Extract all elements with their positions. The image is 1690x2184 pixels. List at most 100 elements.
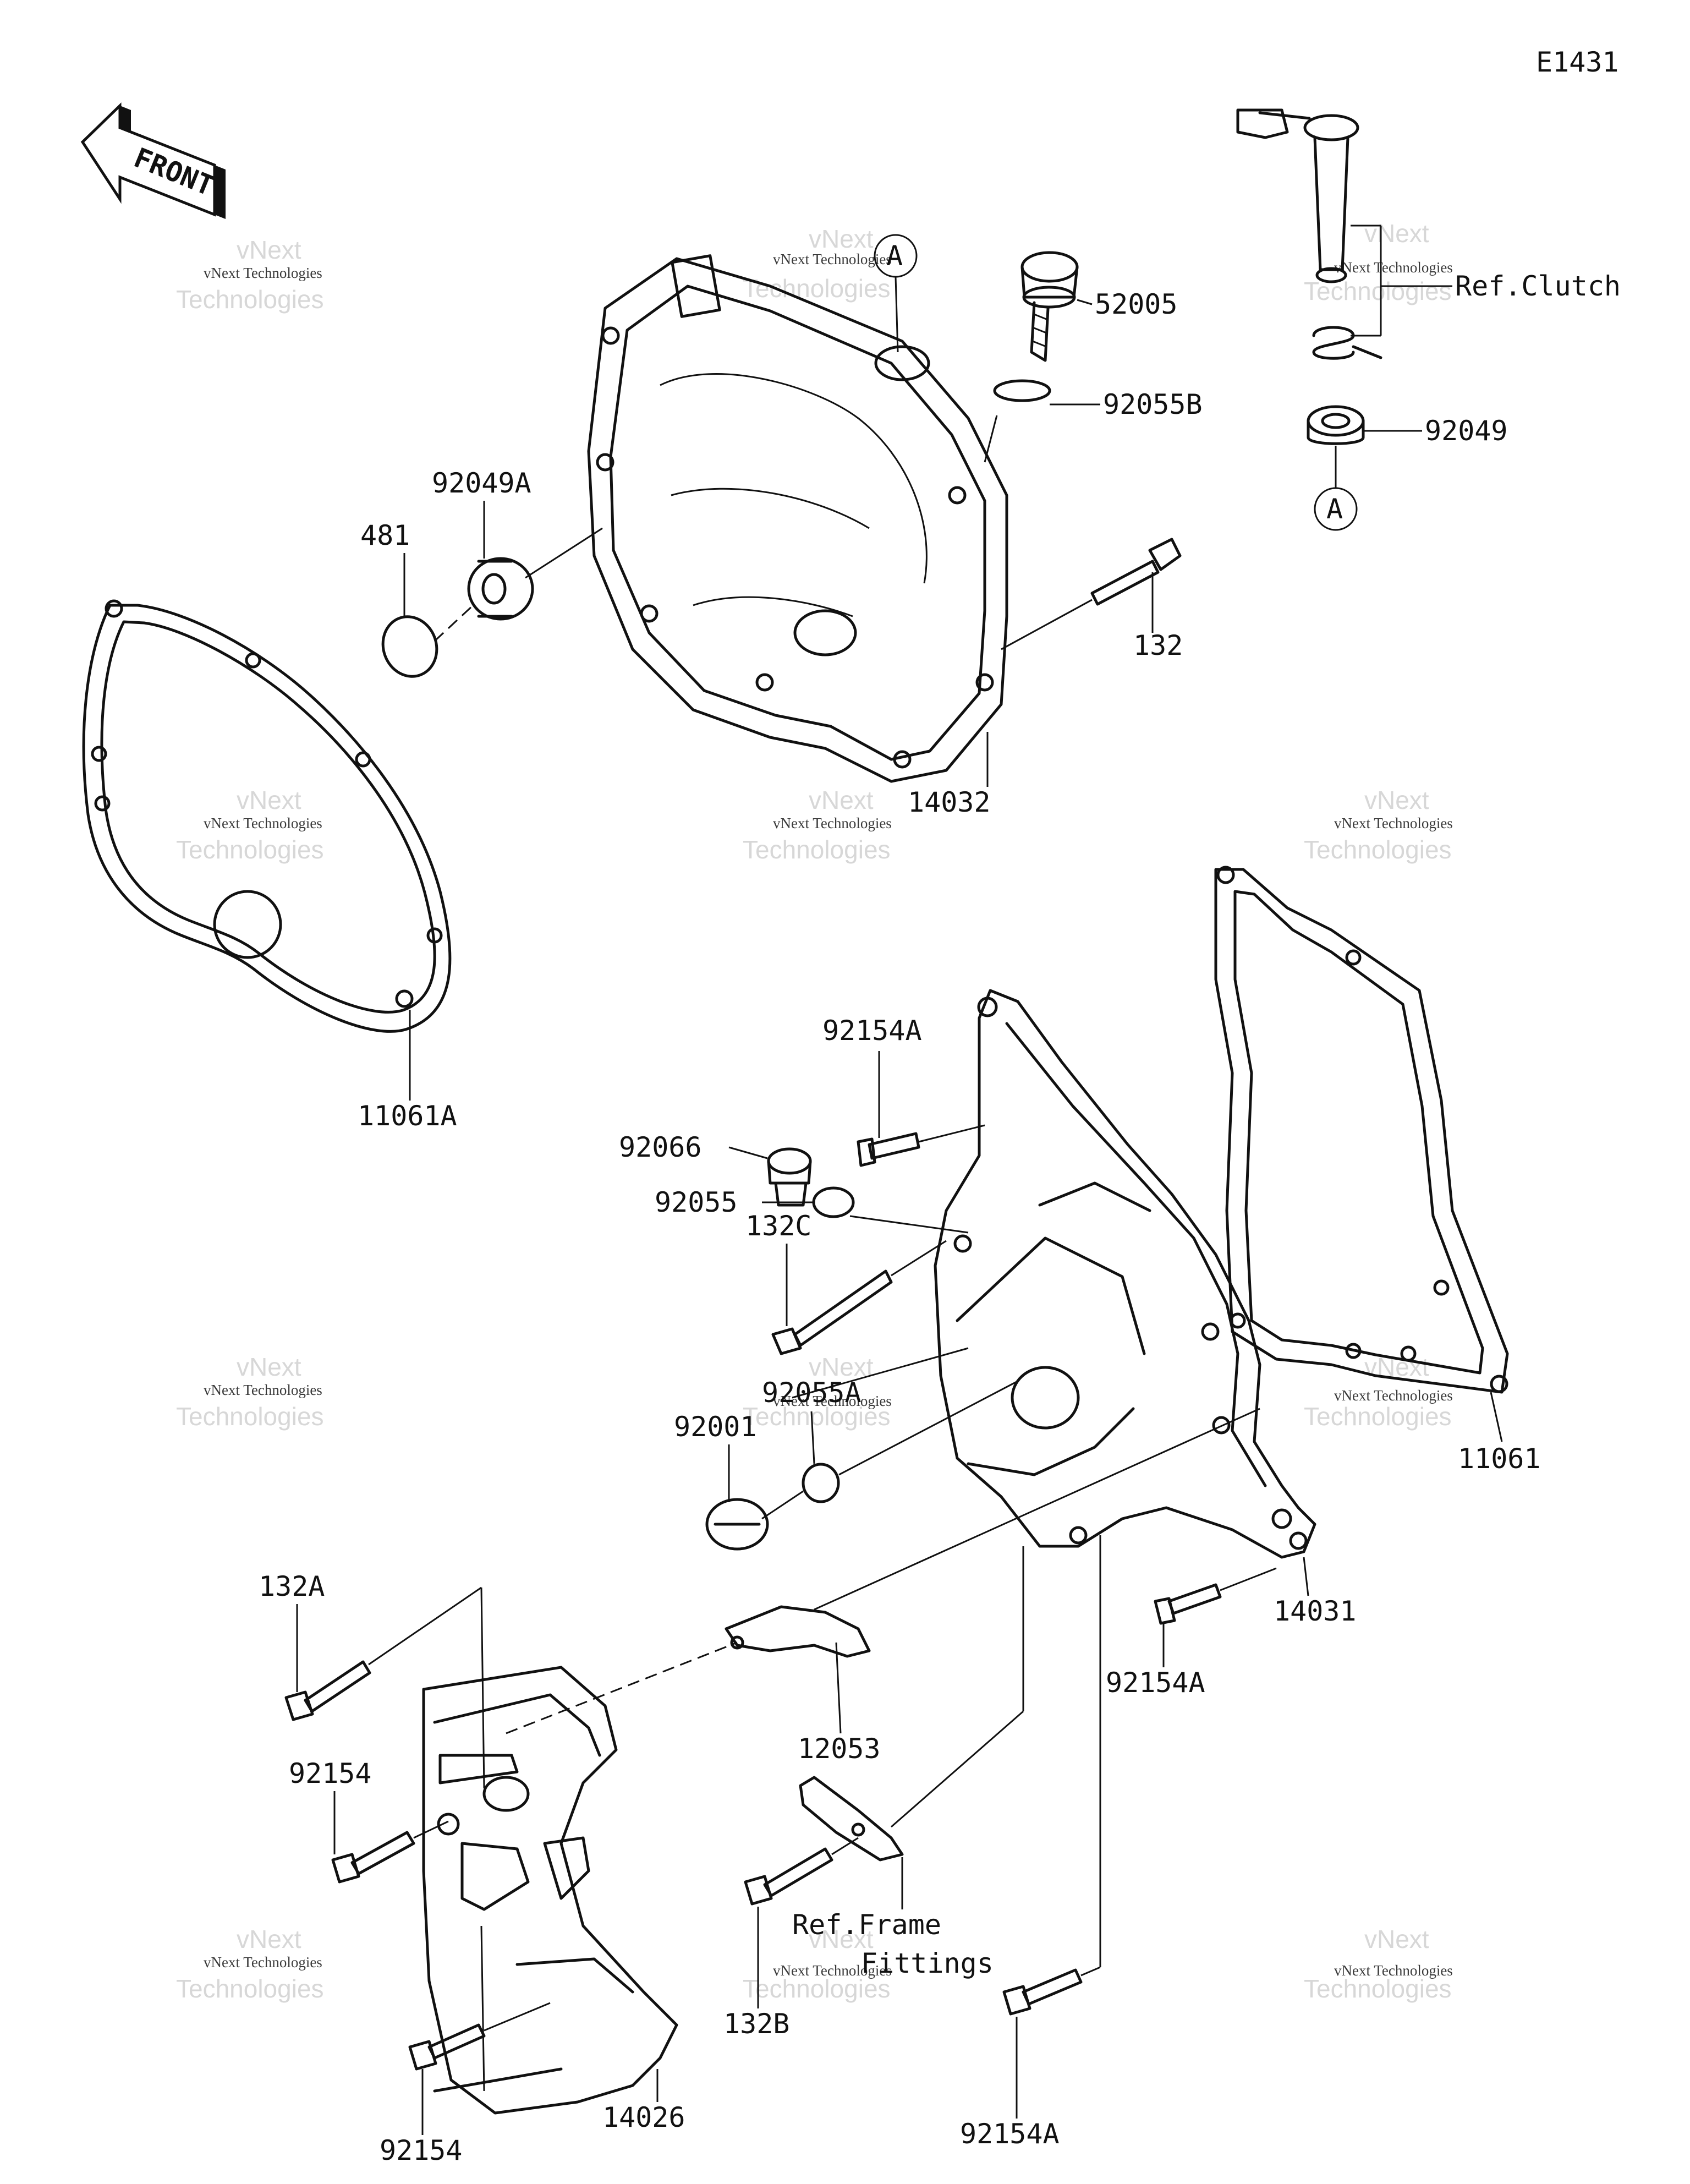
label-92154a-bottom: 92154A bbox=[960, 2118, 1060, 2150]
watermark-full: vNext Technologies bbox=[773, 1393, 892, 1409]
label-92154-bottom: 92154 bbox=[380, 2134, 463, 2166]
watermark-full: vNext Technologies bbox=[204, 1954, 322, 1970]
bolt-92154-bottom bbox=[408, 2023, 486, 2071]
watermark-sub: Technologies bbox=[1304, 835, 1452, 864]
watermark-sub: Technologies bbox=[176, 1974, 324, 2003]
label-fittings: Fittings bbox=[861, 1947, 994, 1979]
marker-a-label: A bbox=[1326, 493, 1343, 525]
watermark-layer: vNext vNext Technologies Technologies vN… bbox=[176, 219, 1453, 2003]
watermark-brand: vNext bbox=[809, 1353, 874, 1381]
watermark-brand: vNext bbox=[237, 236, 301, 264]
label-92001: 92001 bbox=[674, 1411, 757, 1443]
clutch-cover-14032 bbox=[587, 254, 1008, 783]
bolt-132 bbox=[1090, 538, 1182, 606]
label-14031: 14031 bbox=[1274, 1595, 1357, 1627]
watermark-6: vNext vNext Technologies Technologies bbox=[1304, 786, 1453, 864]
watermark-2: vNext vNext Technologies Technologies bbox=[743, 225, 892, 303]
watermark-brand: vNext bbox=[809, 225, 874, 253]
label-92154-mid: 92154 bbox=[289, 1758, 372, 1789]
watermark-brand: vNext bbox=[237, 1353, 301, 1381]
gasket-11061 bbox=[1214, 866, 1509, 1394]
label-11061a: 11061A bbox=[358, 1100, 457, 1132]
watermark-full: vNext Technologies bbox=[1334, 1962, 1453, 1979]
watermark-sub: Technologies bbox=[1304, 1974, 1452, 2003]
label-92066: 92066 bbox=[619, 1131, 702, 1163]
watermark-full: vNext Technologies bbox=[773, 1962, 892, 1979]
plug-92001 bbox=[705, 1498, 769, 1551]
watermark-full: vNext Technologies bbox=[204, 1382, 322, 1398]
label-92055: 92055 bbox=[655, 1186, 738, 1218]
part-labels: 52005 92055B Ref.Clutch 92049 92049A 481… bbox=[259, 270, 1621, 2166]
bolt-92154a-top bbox=[857, 1132, 920, 1167]
generator-cover-14031 bbox=[934, 989, 1316, 1559]
watermark-brand: vNext bbox=[1364, 1925, 1429, 1953]
gasket-11061a bbox=[82, 599, 452, 1033]
label-92049: 92049 bbox=[1425, 415, 1508, 447]
watermark-full: vNext Technologies bbox=[1334, 1387, 1453, 1404]
bolt-92154a-bottom bbox=[1002, 1968, 1083, 2016]
label-132a: 132A bbox=[259, 1570, 325, 1602]
o-ring-92055b bbox=[993, 379, 1051, 402]
watermark-brand: vNext bbox=[237, 786, 301, 814]
label-92154a-top: 92154A bbox=[822, 1015, 922, 1047]
bracket-12053 bbox=[725, 1605, 871, 1658]
watermark-4: vNext vNext Technologies Technologies bbox=[176, 786, 324, 864]
watermark-sub: Technologies bbox=[743, 1402, 891, 1431]
watermark-11: vNext vNext Technologies Technologies bbox=[743, 1925, 892, 2003]
watermark-sub: Technologies bbox=[743, 274, 891, 303]
watermark-brand: vNext bbox=[809, 1925, 874, 1953]
marker-a-seal: A bbox=[1314, 446, 1358, 531]
label-ref-clutch: Ref.Clutch bbox=[1455, 270, 1621, 302]
watermark-sub: Technologies bbox=[743, 835, 891, 864]
oil-seal-92049a bbox=[467, 557, 534, 621]
watermark-full: vNext Technologies bbox=[1334, 815, 1453, 831]
filler-cap-52005 bbox=[1020, 251, 1079, 362]
watermark-full: vNext Technologies bbox=[204, 815, 322, 831]
watermark-brand: vNext bbox=[809, 786, 874, 814]
label-11061: 11061 bbox=[1458, 1443, 1541, 1475]
label-132b: 132B bbox=[723, 2008, 789, 2040]
label-12053: 12053 bbox=[798, 1733, 881, 1765]
marker-a-label: A bbox=[886, 240, 903, 272]
watermark-sub: Technologies bbox=[176, 1402, 324, 1431]
oil-seal-92049 bbox=[1307, 405, 1365, 445]
watermark-full: vNext Technologies bbox=[1334, 259, 1453, 276]
watermark-full: vNext Technologies bbox=[773, 251, 892, 267]
clutch-release-shaft bbox=[1236, 108, 1359, 283]
watermark-7: vNext vNext Technologies Technologies bbox=[176, 1353, 324, 1431]
label-132: 132 bbox=[1133, 630, 1183, 661]
spring-icon bbox=[1312, 326, 1382, 360]
marker-a-cover: A bbox=[874, 234, 918, 353]
diagram-code: E1431 bbox=[1536, 46, 1619, 78]
label-14026: 14026 bbox=[602, 2101, 685, 2133]
label-52005: 52005 bbox=[1095, 288, 1178, 320]
watermark-full: vNext Technologies bbox=[773, 815, 892, 831]
watermark-full: vNext Technologies bbox=[204, 265, 322, 281]
watermark-sub: Technologies bbox=[1304, 1402, 1452, 1431]
o-ring-92055a bbox=[802, 1463, 840, 1503]
o-ring-92055 bbox=[812, 1186, 855, 1218]
watermark-sub: Technologies bbox=[743, 1974, 891, 2003]
watermark-sub: Technologies bbox=[176, 285, 324, 314]
drain-plug-92066 bbox=[767, 1147, 812, 1207]
label-92055b: 92055B bbox=[1103, 388, 1203, 420]
label-ref-frame: Ref.Frame bbox=[792, 1909, 941, 1941]
label-92055a: 92055A bbox=[762, 1377, 862, 1409]
sprocket-cover-14026 bbox=[422, 1666, 678, 2115]
bolt-132a bbox=[284, 1660, 371, 1721]
watermark-5: vNext vNext Technologies Technologies bbox=[743, 786, 892, 864]
watermark-1: vNext vNext Technologies Technologies bbox=[176, 236, 324, 314]
watermark-8: vNext vNext Technologies Technologies bbox=[743, 1353, 892, 1431]
watermark-12: vNext vNext Technologies Technologies bbox=[1304, 1925, 1453, 2003]
bolt-92154a-mid bbox=[1154, 1583, 1222, 1625]
watermark-9: vNext vNext Technologies Technologies bbox=[1304, 1353, 1453, 1431]
front-arrow-icon: FRONT bbox=[80, 102, 226, 219]
watermark-brand: vNext bbox=[1364, 786, 1429, 814]
bolt-92154-mid bbox=[331, 1831, 415, 1884]
watermark-brand: vNext bbox=[1364, 1353, 1429, 1381]
watermark-sub: Technologies bbox=[176, 835, 324, 864]
label-132c: 132C bbox=[745, 1210, 811, 1242]
circlip-481 bbox=[381, 615, 438, 678]
bolt-132c bbox=[771, 1269, 893, 1355]
